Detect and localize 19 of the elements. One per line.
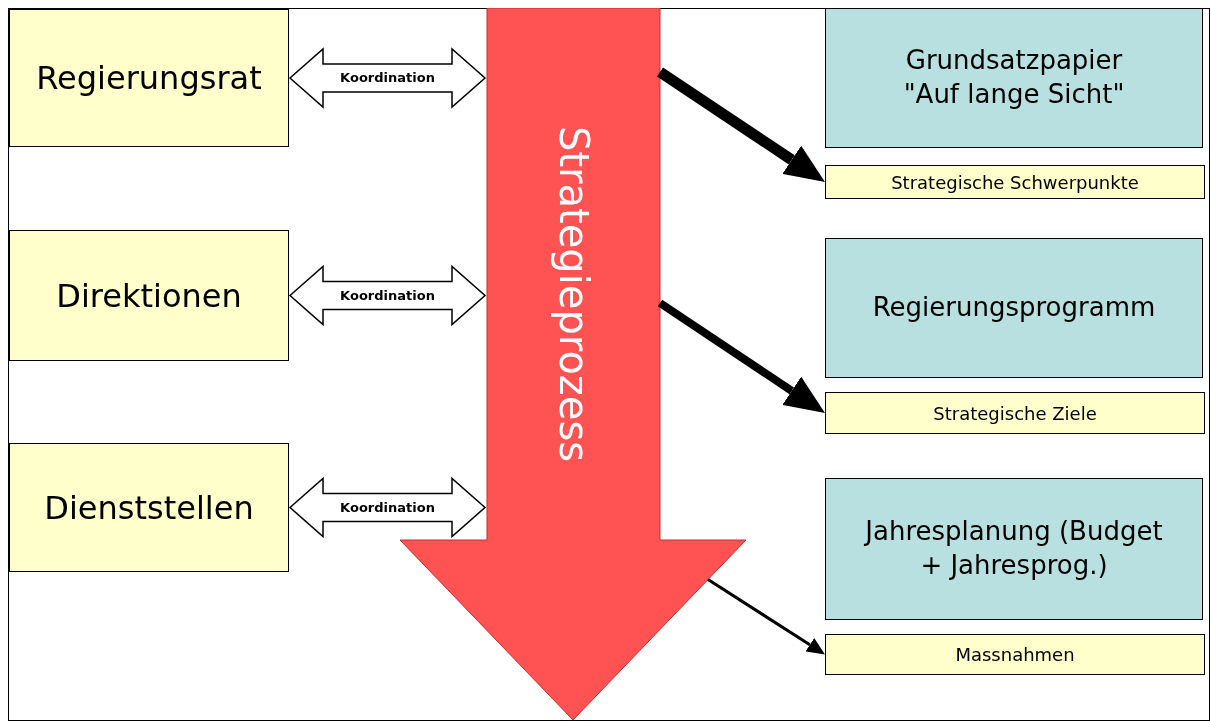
edge-label: Koordination xyxy=(340,69,435,88)
outcome-box: Strategische Ziele xyxy=(825,392,1205,434)
actor-box: Regierungsrat xyxy=(9,9,289,147)
process-label: Strategieprozess xyxy=(553,126,594,463)
arrow xyxy=(656,67,825,182)
edge-label: Koordination xyxy=(340,286,435,305)
double-block-arrow xyxy=(288,264,487,327)
document-box: Grundsatzpapier "Auf lange Sicht" xyxy=(825,8,1203,148)
outcome-box: Massnahmen xyxy=(825,634,1205,675)
double-block-arrow xyxy=(288,47,487,109)
actor-box: Dienststellen xyxy=(9,443,289,572)
arrow xyxy=(657,299,825,413)
document-box: Regierungsprogramm xyxy=(825,238,1203,378)
document-box: Jahresplanung (Budget + Jahresprog.) xyxy=(825,478,1203,620)
arrow xyxy=(707,578,825,655)
actor-box: Direktionen xyxy=(9,230,289,361)
outcome-box: Strategische Schwerpunkte xyxy=(825,165,1205,199)
edge-label: Koordination xyxy=(340,498,435,517)
double-block-arrow xyxy=(288,476,487,539)
